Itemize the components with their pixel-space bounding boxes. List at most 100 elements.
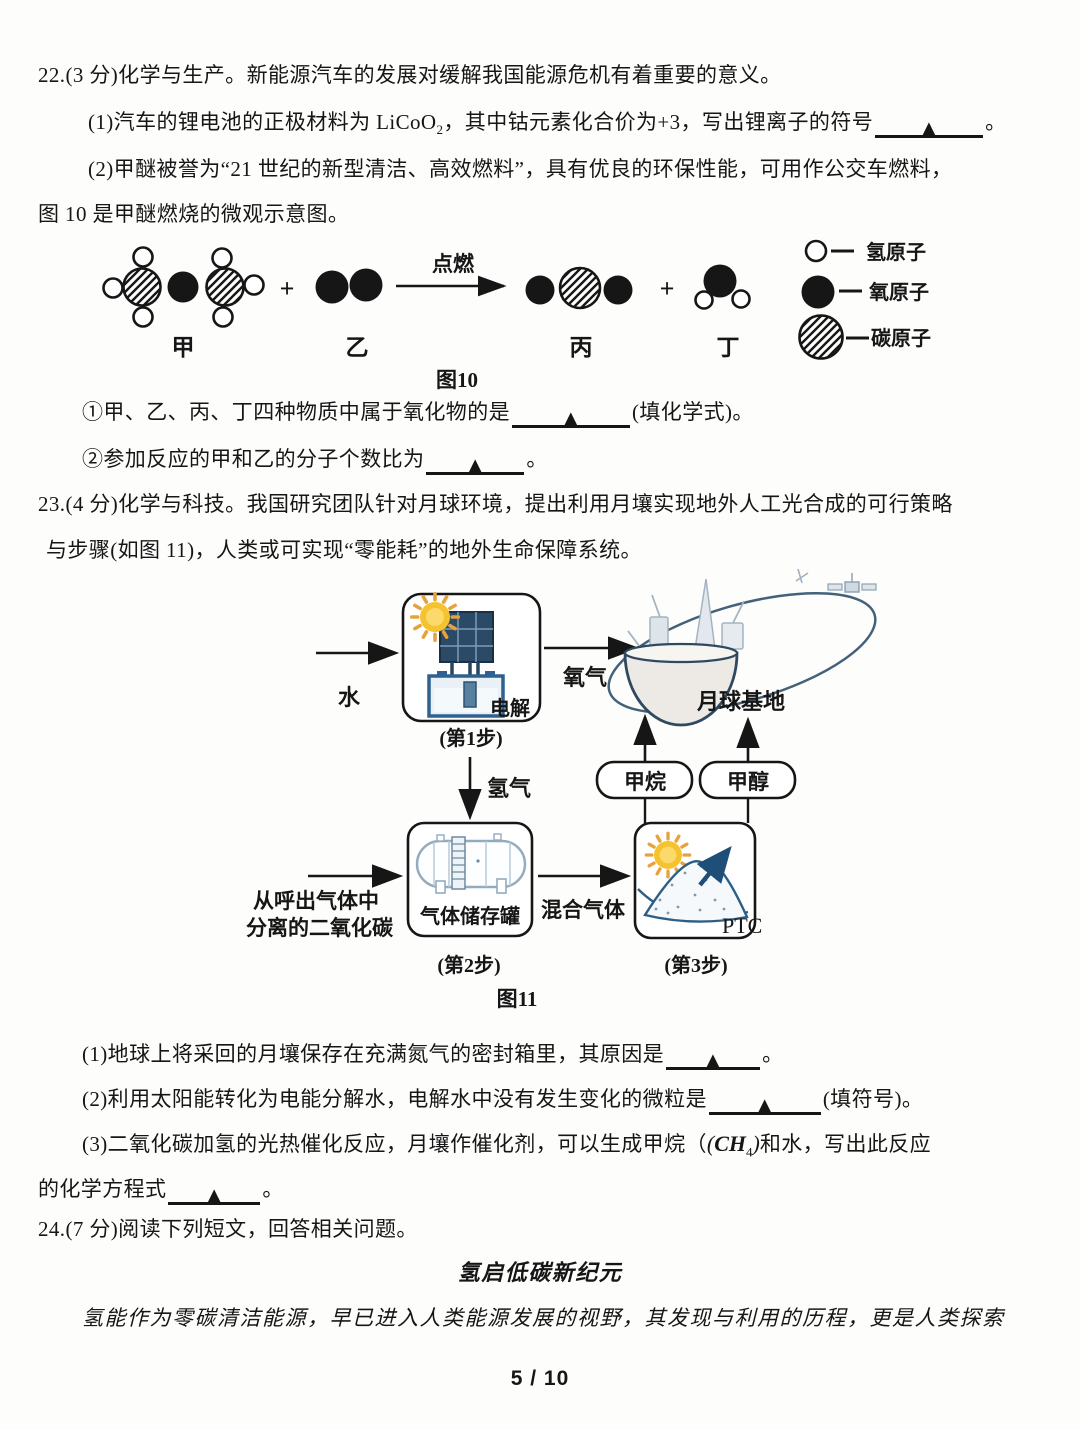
q23-intro-text1: 23.(4 分)化学与科技。我国研究团队针对月球环境，提出利用月壤实现地外人工光… [38, 492, 953, 516]
essay-title-text: 氢启低碳新纪元 [457, 1260, 623, 1285]
electrolysis-box: 电解 [401, 591, 542, 723]
blank-triangle: ▲ [757, 1095, 773, 1116]
molecule-ding-icon [694, 264, 751, 310]
blank-triangle: ▲ [468, 455, 483, 476]
water-label: 水 [338, 685, 361, 710]
rocket-icon [694, 578, 716, 650]
plus-sign-1: + [280, 274, 295, 303]
storage-tank-icon [415, 839, 527, 889]
legend-carbon-label: 碳原子 [871, 326, 931, 350]
ptc-label: PTC [722, 913, 762, 938]
carbon-atom-icon [798, 314, 844, 360]
oxygen-atom-icon [801, 275, 835, 309]
blank-triangle: ▲ [207, 1185, 222, 1206]
tank-nozzle [436, 834, 445, 842]
tank-seams [433, 841, 511, 887]
q24-intro: 24.(7 分)阅读下列短文，回答相关问题。 [38, 1216, 418, 1242]
tank-leg [435, 880, 446, 894]
cell-post [437, 671, 447, 677]
q22-sub1: (1)汽车的锂电池的正极材料为 LiCoO2，其中钴元素化合价为+3，写出锂离子… [88, 109, 1007, 138]
ch4-subscript: 4 [746, 1144, 753, 1160]
q23-sub3-mid: 和水，写出此反应 [759, 1132, 932, 1156]
essay-paragraph-text: 氢能作为零碳清洁能源，早已进入人类能源发展的视野，其发现与利用的历程，更是人类探… [82, 1306, 1005, 1330]
satellite-debris [795, 568, 809, 584]
label-bing: 丙 [570, 335, 593, 360]
methanol-label: 甲醇 [727, 770, 769, 794]
answer-blank-3: ▲ [426, 449, 525, 476]
licoo2-subscript: 2 [436, 122, 444, 138]
ignite-label: 点燃 [432, 252, 475, 276]
moon-base-label: 月球基地 [696, 689, 785, 714]
electrolysis-label: 电解 [490, 696, 530, 720]
q22-sub1-pre: (1)汽车的锂电池的正极材料为 LiCoO [88, 110, 437, 134]
q23-sub2-pre: (2)利用太阳能转化为电能分解水，电解水中没有发生变化的微粒是 [82, 1087, 707, 1111]
dome-rim [623, 642, 739, 664]
hydrogen-label: 氢气 [487, 776, 531, 801]
tank-valve [476, 859, 480, 863]
q23-sub3-line2: 的化学方程式▲。 [38, 1176, 284, 1205]
q22-circle2: ②参加反应的甲和乙的分子个数比为 ▲ 。 [82, 446, 548, 475]
answer-blank-5: ▲ [708, 1089, 821, 1116]
answer-blank-6: ▲ [168, 1179, 261, 1206]
answer-blank-2: ▲ [512, 402, 630, 428]
q22-sub2-text2: 图 10 是甲醚燃烧的微观示意图。 [38, 202, 350, 226]
q22-sub2-line2: 图 10 是甲醚燃烧的微观示意图。 [38, 201, 349, 227]
ch4-close-paren: ) [752, 1131, 760, 1156]
q22-sub1-mid: ，其中钴元素化合价为+3，写出锂离子的符号 [443, 110, 874, 134]
answer-blank-4: ▲ [666, 1044, 761, 1071]
figure-11: 水 电解 (第1步) 氧气 [246, 568, 877, 1011]
oxygen-label: 氧气 [562, 665, 607, 690]
q23-sub1-pre: (1)地球上将采回的月壤保存在充满氮气的密封箱里，其原因是 [82, 1042, 665, 1066]
q22-circle2-end: 。 [526, 447, 548, 471]
figure-10-caption: 图10 [436, 368, 478, 392]
blank-triangle: ▲ [563, 408, 579, 429]
step3-label: (第3步) [664, 953, 727, 977]
co2-label-line2: 分离的二氧化碳 [246, 916, 394, 940]
q23-sub1-end: 。 [762, 1042, 784, 1066]
blank-triangle: ▲ [705, 1050, 721, 1071]
label-ding: 丁 [717, 335, 740, 360]
gas-tank-box: 气体储存罐 [406, 821, 534, 938]
gas-tank-label: 气体储存罐 [419, 904, 520, 928]
q23-sub3-line1: (3)二氧化碳加氢的光热催化反应，月壤作催化剂，可以生成甲烷（(CH4)和水，写… [82, 1131, 932, 1160]
tank-ladder [451, 836, 466, 890]
q23-intro-line2: 与步骤(如图 11)，人类或可实现“零能耗”的地外生命保障系统。 [46, 537, 642, 563]
essay-paragraph-line1: 氢能作为零碳清洁能源，早已进入人类能源发展的视野，其发现与利用的历程，更是人类探… [82, 1305, 1005, 1331]
molecule-jia-icon [102, 246, 265, 328]
dome-bowl [623, 651, 739, 727]
ladder-rungs [452, 843, 465, 880]
moon-base-icon: 月球基地 [607, 568, 877, 727]
q24-intro-text: 24.(7 分)阅读下列短文，回答相关问题。 [38, 1217, 418, 1241]
mixed-gas-label: 混合气体 [541, 898, 626, 922]
plus-sign-2: + [660, 274, 675, 303]
q22-circle1-end: (填化学式)。 [632, 400, 754, 424]
molecule-bing-icon [525, 266, 633, 310]
blank-triangle: ▲ [922, 118, 937, 139]
q23-sub3-pre: (3)二氧化碳加氢的光热催化反应，月壤作催化剂，可以生成甲烷（ [82, 1132, 707, 1156]
q22-circle2-pre: ②参加反应的甲和乙的分子个数比为 [82, 447, 425, 471]
hydrogen-atom-icon [804, 239, 828, 263]
figure-10: + 点燃 + 甲 乙 丙 丁 图10 [102, 239, 931, 392]
tank-nozzle [493, 833, 502, 841]
methane-label: 甲烷 [624, 770, 666, 794]
essay-title: 氢启低碳新纪元 [0, 1260, 1080, 1286]
q23-sub3b-end: 。 [262, 1177, 284, 1201]
q22-intro: 22.(3 分)化学与生产。新能源汽车的发展对缓解我国能源危机有着重要的意义。 [38, 62, 782, 88]
molecule-yi-icon [315, 268, 383, 304]
orbit-ellipse [607, 591, 877, 715]
figure-11-caption: 图11 [497, 987, 538, 1011]
label-yi: 乙 [346, 335, 369, 360]
pile-arrow [696, 846, 732, 887]
base-antennas [627, 594, 745, 648]
q22-circle1-pre: ①甲、乙、丙、丁四种物质中属于氧化物的是 [82, 400, 510, 424]
cell-post [485, 671, 495, 677]
answer-blank-1: ▲ [875, 112, 984, 139]
solar-panel-grid [440, 612, 493, 662]
legend-hydrogen-label: 氢原子 [866, 240, 926, 264]
ch4-open-paren: ( [706, 1131, 715, 1156]
q23-sub2: (2)利用太阳能转化为电能分解水，电解水中没有发生变化的微粒是▲(填符号)。 [82, 1086, 923, 1115]
page-number-text: 5 / 10 [510, 1367, 570, 1390]
q23-intro-text2: 与步骤(如图 11)，人类或可实现“零能耗”的地外生命保障系统。 [46, 538, 642, 562]
base-module [721, 622, 744, 650]
